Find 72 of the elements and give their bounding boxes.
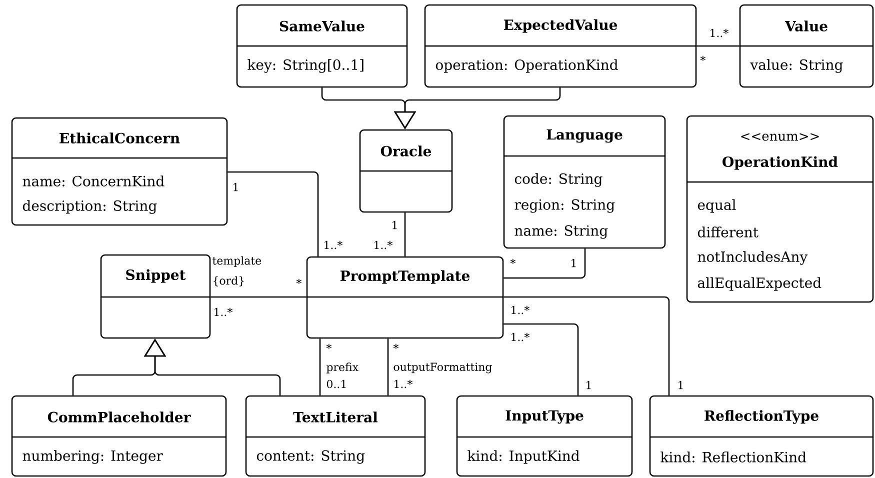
multiplicity-label: 1..*: [374, 240, 393, 250]
attribute-text: content: String: [256, 450, 365, 464]
attribute-text: name: String: [514, 225, 608, 239]
class-box: [503, 115, 666, 249]
attribute-text: numbering: Integer: [22, 450, 163, 464]
attribute-text: key: String[0..1]: [248, 59, 364, 73]
multiplicity-label: 1: [234, 182, 238, 192]
attribute-text: allEqualExpected: [698, 277, 822, 291]
multiplicity-label: 1..*: [214, 308, 233, 316]
attribute-text: kind: InputKind: [468, 450, 580, 464]
association-line: [504, 248, 586, 279]
multiplicity-label: 1: [392, 220, 397, 230]
attribute-text: notIncludesAny: [698, 251, 808, 265]
class-box: [686, 115, 874, 303]
attribute-text: name: ConcernKind: [22, 176, 164, 186]
class-box: [100, 254, 211, 339]
class-box: [739, 4, 874, 88]
multiplicity-label: *: [700, 56, 706, 61]
attribute-text: region: String: [514, 199, 615, 213]
attribute-text: kind: ReflectionKind: [660, 452, 806, 462]
multiplicity-label: 0..1: [326, 380, 346, 388]
attribute-text: operation: OperationKind: [436, 59, 618, 73]
multiplicity-label: 1..*: [512, 306, 530, 314]
association-line: [404, 212, 406, 256]
association-line: [210, 296, 306, 298]
class-name: Oracle: [380, 146, 432, 156]
multiplicity-label: *: [393, 344, 399, 349]
stereotype: <<enum>>: [741, 133, 819, 141]
attribute-text: code: String: [514, 173, 602, 187]
class-box: [236, 4, 408, 88]
class-name: OperationKind: [722, 156, 838, 170]
class-box: [649, 395, 874, 477]
attribute-text: different: [698, 226, 758, 238]
multiplicity-label: 1..*: [512, 332, 530, 342]
multiplicity-label: outputFormatting: [394, 362, 492, 374]
attribute-text: value: String: [750, 59, 843, 73]
association-line: [504, 323, 579, 396]
association-line: [696, 45, 740, 47]
class-name: ExpectedValue: [504, 19, 618, 33]
class-name: Value: [784, 20, 828, 32]
attribute-text: equal: [698, 199, 736, 213]
class-box: [11, 395, 227, 477]
multiplicity-label: 1..*: [394, 380, 413, 388]
class-box: [456, 395, 633, 477]
role-name: template {ord}: [212, 256, 262, 286]
class-name: Language: [546, 129, 622, 143]
multiplicity-label: 1..*: [710, 28, 728, 38]
association-line: [228, 171, 319, 256]
class-box: [245, 395, 426, 477]
class-name: SameValue: [280, 20, 364, 32]
class-name: Snippet: [126, 269, 186, 283]
multiplicity-label: *: [510, 258, 516, 264]
class-box: [11, 117, 228, 226]
association-line: [387, 338, 389, 396]
association-line: [319, 338, 321, 396]
association-line: [504, 296, 670, 396]
multiplicity-label: 1: [586, 380, 591, 390]
multiplicity-label: prefix: [326, 362, 358, 374]
class-name: InputType: [506, 410, 584, 424]
class-box: [424, 4, 697, 88]
multiplicity-label: 1: [572, 258, 576, 268]
class-name: TextLiteral: [293, 412, 378, 422]
attribute-text: description: String: [22, 200, 157, 214]
class-name: ReflectionType: [704, 410, 818, 424]
class-box: [359, 129, 453, 213]
multiplicity-label: *: [326, 344, 332, 349]
class-box: [306, 256, 504, 339]
class-name: EthicalConcern: [60, 132, 180, 144]
multiplicity-label: 1: [678, 380, 683, 390]
multiplicity-label: 1..*: [324, 240, 343, 250]
class-name: PromptTemplate: [340, 270, 470, 284]
class-name: CommPlaceholder: [48, 412, 191, 422]
